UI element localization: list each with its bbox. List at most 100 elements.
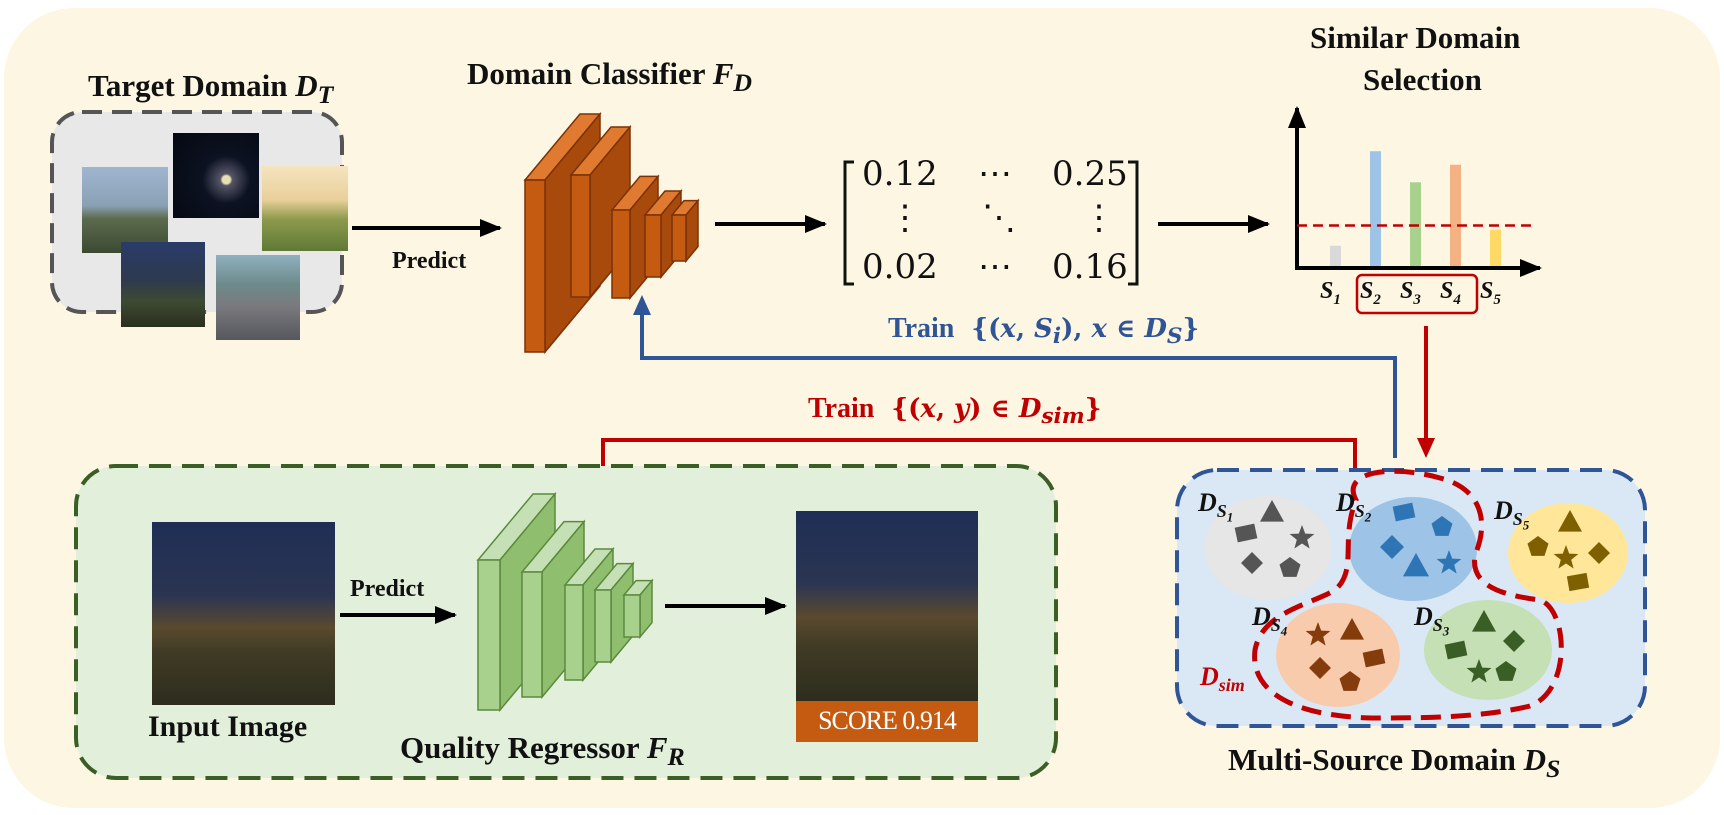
matrix-mid-right: ⋮: [1082, 198, 1116, 238]
matrix-top-dots: ⋯: [978, 154, 1012, 194]
target-photo-sunset-tree: [262, 166, 348, 251]
target-photo-park: [82, 167, 168, 253]
s3-diamond: [1503, 630, 1525, 652]
s5-square: [1566, 572, 1590, 592]
blue-train-path: [633, 295, 1397, 458]
predict-label-bottom: Predict: [350, 576, 425, 602]
train-blue-word: Train: [888, 313, 955, 344]
input-image: [152, 522, 335, 705]
quality-regressor-subscript: R: [667, 742, 685, 772]
s1-triangle: [1260, 500, 1284, 522]
domain-classifier-subscript: D: [733, 68, 753, 98]
selection-title-line2: Selection: [1363, 62, 1482, 97]
target-photo-car: [216, 255, 300, 340]
classifier-layer-5: [670, 198, 700, 264]
sim-domain-outline: [1252, 468, 1564, 721]
matrix-bottom-right: 0.16: [1052, 247, 1128, 287]
domain-classifier-title: Domain Classifier FD: [467, 56, 752, 98]
matrix-top-right: 0.25: [1052, 154, 1128, 194]
s4-triangle: [1340, 618, 1364, 640]
s3-triangle: [1472, 610, 1496, 632]
domain-label-s1: DS1: [1198, 488, 1234, 525]
domain-label-s3: DS3: [1414, 602, 1450, 639]
s2-diamond: [1380, 535, 1404, 559]
matrix-mid-left: ⋮: [888, 198, 922, 238]
s3-star: [1466, 659, 1492, 683]
classifier-layer-2: [569, 124, 632, 300]
matrix-bottom-left: 0.02: [862, 247, 938, 287]
score-label: SCORE 0.914: [818, 706, 957, 735]
s5-pentagon: [1527, 536, 1549, 556]
train-red-label: Train {(x, y) ∈ Dsim}: [808, 393, 1101, 429]
s4-square: [1362, 648, 1386, 668]
input-image-label: Input Image: [148, 710, 308, 743]
train-blue-label: Train {(x, Si), x ∈ DS}: [888, 313, 1199, 349]
s2-pentagon: [1431, 516, 1453, 536]
domain-shapes: [1234, 500, 1610, 691]
train-red-formula: {(x, y) ∈ Dsim}: [891, 394, 1102, 430]
s2-triangle: [1403, 553, 1429, 577]
s1-square: [1234, 523, 1258, 543]
s5-diamond: [1588, 542, 1610, 564]
domain-classifier-network: [523, 111, 700, 355]
target-domain-title: Target Domain DT: [88, 68, 333, 110]
domain-label-sim: Dsim: [1200, 662, 1245, 696]
multi-source-symbol: D: [1523, 742, 1547, 777]
s3-pentagon: [1495, 661, 1517, 681]
selection-title-line1: Similar Domain: [1310, 20, 1521, 55]
score-bar: [796, 700, 978, 742]
chart-bar-s1: [1330, 245, 1341, 266]
s2-square: [1392, 502, 1416, 522]
s2-star: [1436, 550, 1462, 574]
s3-square: [1444, 640, 1468, 660]
chart-tick-s4: S4: [1440, 278, 1461, 308]
target-photo-night: [173, 133, 259, 218]
s4-diamond: [1309, 657, 1331, 679]
s1-star: [1289, 525, 1315, 549]
chart-bar-s3: [1410, 182, 1421, 266]
domain-s3-ellipse: [1424, 600, 1552, 700]
chart-tick-s5: S5: [1480, 278, 1501, 308]
domain-label-s5: DS5: [1494, 496, 1530, 533]
chart-bar-s5: [1490, 229, 1501, 266]
selection-chart: [1288, 106, 1542, 315]
quality-regressor-title: Quality Regressor FR: [400, 730, 685, 772]
domain-label-s4: DS4: [1252, 602, 1288, 639]
matrix-top-left: 0.12: [862, 154, 938, 194]
s1-pentagon: [1279, 557, 1301, 577]
chart-bar-s2: [1370, 151, 1381, 266]
domain-label-s2: DS2: [1336, 488, 1372, 525]
domain-s1-ellipse: [1204, 496, 1332, 600]
chart-tick-s3: S3: [1400, 278, 1421, 308]
s5-star: [1553, 545, 1579, 569]
multi-source-subscript: S: [1546, 754, 1561, 784]
quality-regressor-title-text: Quality Regressor: [400, 730, 647, 765]
matrix-mid-center: ⋱: [982, 198, 1016, 238]
s5-triangle: [1558, 510, 1582, 532]
regressor-layer-5: [622, 578, 654, 640]
target-domain-subscript: T: [317, 80, 334, 110]
predict-label-top: Predict: [392, 248, 467, 274]
domain-classifier-title-text: Domain Classifier: [467, 56, 713, 91]
output-image: [796, 511, 978, 701]
domain-s4-ellipse: [1276, 603, 1400, 707]
s4-star: [1305, 622, 1331, 646]
chart-bar-s4: [1450, 164, 1461, 266]
quality-regressor-network: [476, 491, 654, 713]
selected-bracket: [1355, 273, 1479, 315]
target-domain-title-text: Target Domain: [88, 68, 296, 103]
multi-source-title-text: Multi-Source Domain: [1228, 742, 1524, 777]
regressor-layer-4: [593, 561, 635, 665]
matrix-left-bracket: [843, 160, 854, 286]
matrix-bottom-dots: ⋯: [978, 247, 1012, 287]
target-photo-walkers: [121, 242, 205, 327]
domain-classifier-symbol: F: [712, 56, 734, 91]
multi-source-title: Multi-Source Domain DS: [1228, 742, 1560, 784]
chart-tick-s1: S1: [1320, 278, 1341, 308]
s1-diamond: [1241, 552, 1263, 574]
chart-tick-s2: S2: [1360, 278, 1381, 308]
train-blue-formula: {(x, Si), x ∈ DS}: [971, 314, 1200, 350]
quality-regressor-symbol: F: [646, 730, 668, 765]
s4-pentagon: [1339, 671, 1361, 691]
matrix-right-bracket: [1128, 160, 1139, 286]
